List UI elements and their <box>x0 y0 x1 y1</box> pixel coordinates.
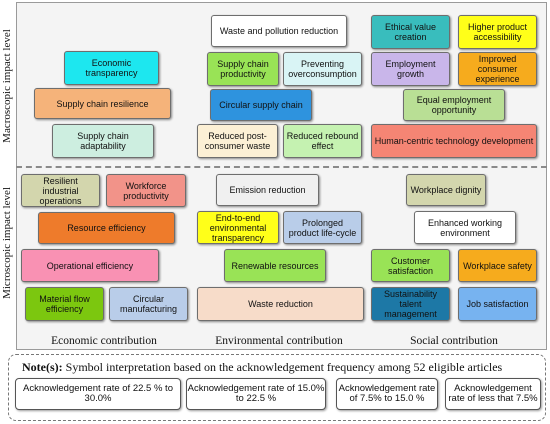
box-higher-product-accessibility: Higher product accessibility <box>458 15 537 49</box>
box-employment-growth: Employment growth <box>371 52 450 86</box>
box-material-flow-efficiency: Material flow efficiency <box>25 287 104 321</box>
box-ethical-value-creation: Ethical value creation <box>371 15 450 49</box>
level-divider <box>16 166 547 168</box>
box-emission-reduction: Emission reduction <box>216 174 319 206</box>
box-supply-chain-resilience: Supply chain resilience <box>34 88 171 119</box>
box-waste-pollution-reduction: Waste and pollution reduction <box>211 15 347 47</box>
box-workplace-dignity: Workplace dignity <box>406 174 486 206</box>
macro-axis-label: Macroscopic impact level <box>1 29 13 143</box>
legend-item-15-22: Acknowledgement rate of 15.0% to 22.5 % <box>186 378 326 410</box>
box-waste-reduction: Waste reduction <box>197 287 364 321</box>
box-supply-chain-productivity: Supply chain productivity <box>207 52 279 86</box>
notes-panel <box>8 354 546 421</box>
box-sustainability-talent-management: Sustainability talent management <box>371 287 450 321</box>
box-preventing-overconsumption: Preventing overconsumption <box>283 52 362 86</box>
box-improved-consumer-experience: Improved consumer experience <box>458 52 537 86</box>
legend-item-less-7: Acknowledgement rate of less that 7.5% <box>445 378 541 410</box>
box-equal-employment-opportunity: Equal employment opportunity <box>403 89 505 121</box>
box-job-satisfaction: Job satisfaction <box>458 287 537 321</box>
box-economic-transparency: Economic transparency <box>64 51 159 85</box>
box-enhanced-working-environment: Enhanced working environment <box>414 211 516 244</box>
box-renewable-resources: Renewable resources <box>224 249 326 282</box>
micro-axis-label: Microscopic impact level <box>1 187 13 299</box>
box-resilient-industrial-operations: Resilient industrial operations <box>21 174 100 207</box>
column-label-environmental: Environmental contribution <box>215 335 343 347</box>
box-end-to-end-transparency: End-to-end environmental transparency <box>197 211 279 244</box>
legend-item-7-15: Acknowledgement rate of 7.5% to 15.0 % <box>336 378 438 410</box>
box-supply-chain-adaptability: Supply chain adaptability <box>52 124 154 158</box>
box-reduced-rebound-effect: Reduced rebound effect <box>283 124 362 158</box>
box-human-centric-technology: Human-centric technology development <box>371 124 537 158</box>
column-label-economic: Economic contribution <box>51 335 157 347</box>
box-customer-satisfaction: Customer satisfaction <box>371 249 450 282</box>
box-workforce-productivity: Workforce productivity <box>106 174 186 207</box>
notes-heading: Note(s): Symbol interpretation based on … <box>22 360 502 375</box>
box-operational-efficiency: Operational efficiency <box>21 249 159 282</box>
box-prolonged-product-life-cycle: Prolonged product life-cycle <box>283 211 362 244</box>
box-circular-manufacturing: Circular manufacturing <box>109 287 188 321</box>
box-circular-supply-chain: Circular supply chain <box>210 89 312 121</box>
legend-item-22-30: Acknowledgement rate of 22.5 % to 30.0% <box>15 378 181 410</box>
box-workplace-safety: Workplace safety <box>458 249 537 282</box>
box-resource-efficiency: Resource efficiency <box>38 212 175 244</box>
notes-prefix: Note(s): <box>22 360 63 374</box>
column-label-social: Social contribution <box>410 335 498 347</box>
box-reduced-post-consumer-waste: Reduced post-consumer waste <box>197 124 278 158</box>
notes-text: Symbol interpretation based on the ackno… <box>62 360 503 374</box>
